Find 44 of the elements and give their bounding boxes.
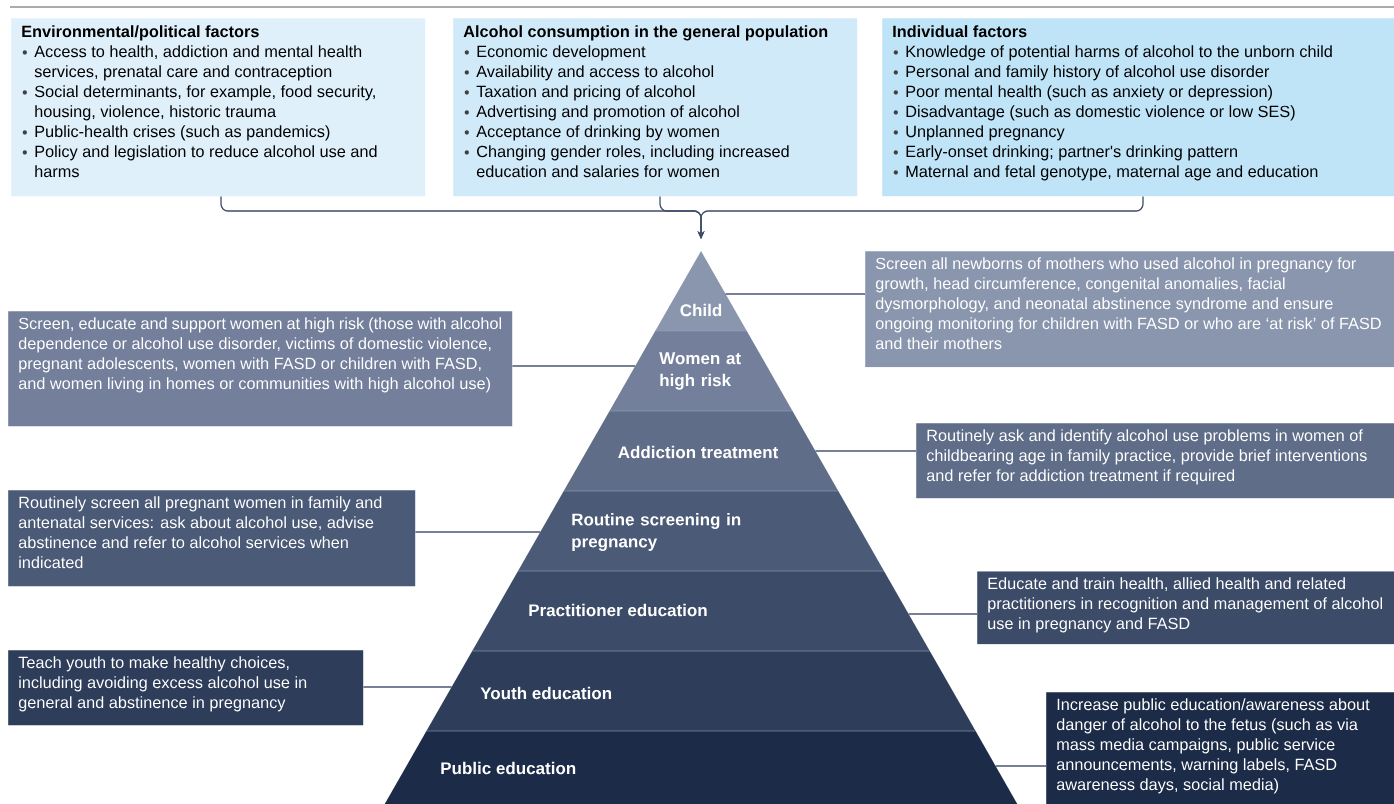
bullet-item: Early-onset drinking; partner's drinking pattern [893, 145, 1237, 161]
leader-line [362, 686, 453, 688]
bullet-item: Maternal and fetal genotype, maternal age and education [893, 165, 1318, 181]
leader-line [414, 531, 541, 533]
callout-box: Educate and train health, allied health and related practitioners in recognition and management of alcohol use in pregnancy and FASD [977, 571, 1394, 645]
pyramid-tier: Women at high risk [609, 330, 793, 411]
factor-box [882, 18, 1394, 197]
leader-line [994, 765, 1047, 767]
callout-box: Teach youth to make healthy choices, including avoiding excess alcohol use in general and abstinence in pregnancy [8, 650, 364, 726]
box-heading: Individual factors [893, 25, 1027, 38]
box-heading: Environmental/political factors [22, 25, 259, 41]
pyramid-tier: Practitioner education [472, 570, 930, 651]
leader-line [814, 450, 917, 452]
callout-box: Routinely ask and identify alcohol use problems in women of childbearing age in family practice, provide brief interventions and refer for addiction treatment if required [916, 423, 1394, 499]
pyramid-tier: Child [655, 251, 747, 331]
bullet-item: Unplanned pregnancy [893, 125, 1065, 141]
pyramid-tier: Public education [384, 730, 1018, 804]
bullet-item: Social determinants, for example, food security, housing, violence, historic trauma [22, 85, 375, 121]
callout-box: Screen, educate and support women at high risk (those with alcohol dependence or alcohol use disorder, victims of domestic violence, pregnant adolescents, women with FASD or children with FASD, and women living in homes or communities with high alcohol use) [8, 311, 513, 427]
bullet-item: Taxation and pricing of alcohol [464, 85, 695, 101]
callout-box: Increase public education/awareness about danger of alcohol to the fetus (such as via mass media campaigns, public service announcements, warning labels, FASD awareness days, social media) [1046, 692, 1394, 804]
factor-box [11, 18, 426, 197]
pyramid-tier: Routine screening in pregnancy [518, 490, 884, 571]
leader-line [724, 293, 866, 295]
bullet-item: Disadvantage (such as domestic violence or low SES) [893, 105, 1295, 121]
bullet-item: Advertising and promotion of alcohol [464, 105, 739, 121]
callout-box: Screen all newborns of mothers who used alcohol in pregnancy for growth, head circumference, congenital anomalies, facial dysmorphology, and neonatal abstinence syndrome and ensure ongoing monitoring for children with FASD or who are ‘at risk’ of FASD and their mothers [865, 251, 1394, 368]
bullet-item: Policy and legislation to reduce alcohol use and harms [22, 145, 377, 178]
bullet-item: Availability and access to alcohol [464, 65, 714, 81]
bullet-item: Access to health, addiction and mental health services, prenatal care and contraception [22, 45, 362, 81]
pyramid-tier: Addiction treatment [563, 410, 839, 491]
box-heading: Alcohol consumption in the general population [463, 25, 828, 41]
bullet-item: Economic development [464, 45, 646, 61]
bullet-item: Acceptance of drinking by women [464, 125, 719, 141]
bullet-item: Personal and family history of alcohol use disorder [893, 65, 1270, 81]
leader-line [511, 365, 636, 367]
factor-box [453, 18, 858, 197]
bullet-item: Knowledge of potential harms of alcohol to the unborn child [893, 45, 1332, 61]
bullet-item: Public-health crises (such as pandemics) [22, 125, 330, 141]
pyramid-tier: Youth education [426, 650, 976, 731]
leader-line [907, 613, 978, 615]
callout-box: Routinely screen all pregnant women in family and antenatal services: ask about alcohol use, advise abstinence and refer to alcohol services when indicated [8, 490, 416, 587]
bullet-item: Changing gender roles, including increased education and salaries for women [464, 145, 789, 178]
bullet-item: Poor mental health (such as anxiety or depression) [893, 85, 1272, 101]
